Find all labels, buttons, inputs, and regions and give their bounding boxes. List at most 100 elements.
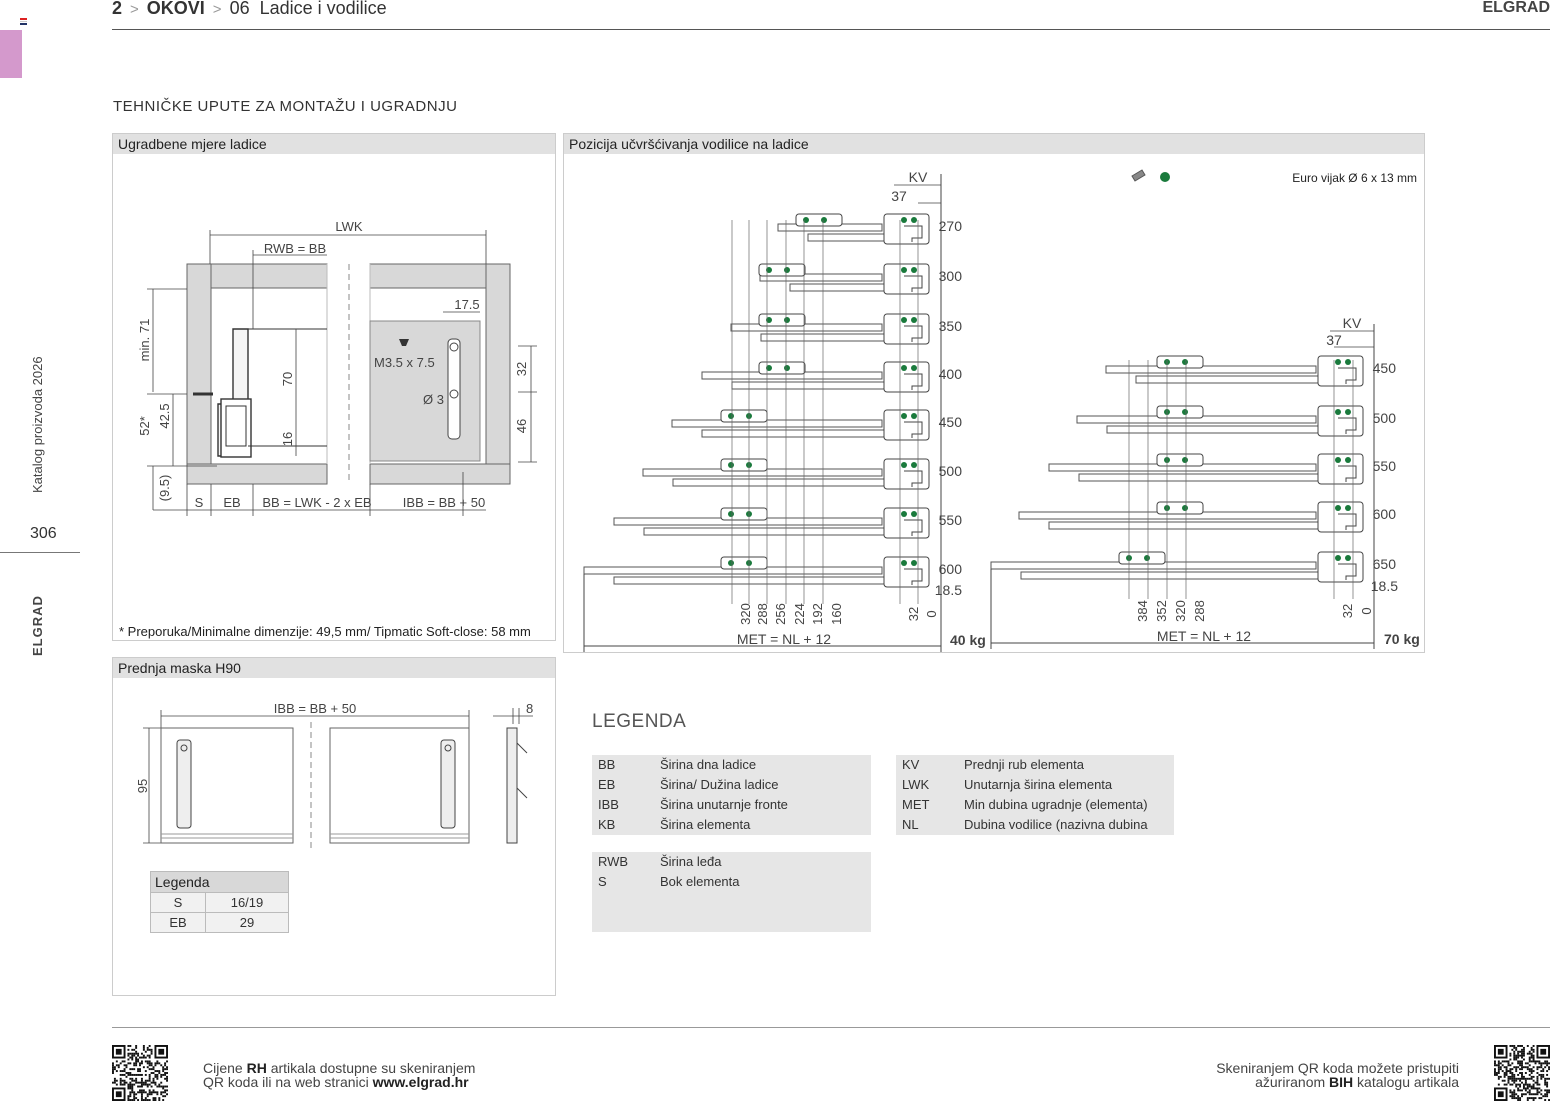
chevron-right-icon: > bbox=[212, 1, 222, 18]
rear-bracket bbox=[758, 361, 806, 375]
screw-dot bbox=[901, 560, 907, 566]
length-label: 550 bbox=[939, 512, 963, 528]
position-label: 32 bbox=[906, 607, 921, 621]
screw-dot bbox=[901, 462, 907, 468]
front-bracket-clip bbox=[904, 225, 923, 242]
section-title: TEHNIČKE UPUTE ZA MONTAŽU I UGRADNJU bbox=[113, 98, 458, 115]
legend-value: Unutarnja širina elementa bbox=[964, 777, 1113, 792]
front-bracket-clip bbox=[904, 421, 923, 438]
rear-bracket bbox=[795, 213, 843, 227]
dim-min71: min. 71 bbox=[137, 319, 152, 362]
dim-ibb: IBB = BB + 50 bbox=[274, 701, 356, 716]
side-panel-left bbox=[186, 263, 212, 485]
screw-dot bbox=[911, 462, 917, 468]
screw-dot bbox=[728, 511, 734, 517]
screw-dot bbox=[1335, 359, 1341, 365]
runner-rail bbox=[730, 323, 883, 332]
front-bracket-clip bbox=[1338, 513, 1357, 530]
dim-diameter: Ø 3 bbox=[423, 392, 444, 407]
screw-dot bbox=[821, 217, 827, 223]
screw-dot bbox=[766, 267, 772, 273]
position-label: 224 bbox=[792, 603, 807, 625]
dim-9-5: (9.5) bbox=[157, 475, 172, 502]
screw-dot bbox=[911, 267, 917, 273]
length-label: 550 bbox=[1373, 458, 1397, 474]
screw-dot bbox=[1182, 359, 1188, 365]
legend-key: KV bbox=[902, 757, 920, 772]
screw-dot bbox=[784, 365, 790, 371]
length-label: 400 bbox=[939, 366, 963, 382]
length-label: 500 bbox=[1373, 410, 1397, 426]
position-label: 352 bbox=[1154, 600, 1169, 622]
panel-title: Prednja maska H90 bbox=[113, 658, 555, 678]
runner-right bbox=[1018, 501, 1364, 533]
screw-dot bbox=[1182, 409, 1188, 415]
dim-s: S bbox=[195, 495, 204, 510]
dim-8: 8 bbox=[526, 701, 533, 716]
runner-left bbox=[671, 409, 930, 441]
rear-bracket bbox=[1156, 453, 1204, 467]
dim-screw: M3.5 x 7.5 bbox=[374, 355, 435, 370]
front-bracket-clip bbox=[1338, 367, 1357, 384]
runner-rail bbox=[671, 419, 883, 428]
legend-key: LWK bbox=[902, 777, 930, 792]
front-panel bbox=[369, 320, 481, 462]
front-bracket-clip bbox=[904, 568, 923, 585]
runner-right bbox=[1105, 355, 1364, 387]
accent-tab bbox=[0, 30, 22, 78]
runner-left bbox=[701, 361, 930, 393]
runner-positions-drawing: Euro vijak Ø 6 x 13 mm270300350400450500… bbox=[583, 169, 1420, 652]
position-label: 288 bbox=[1192, 600, 1207, 622]
side-divider bbox=[0, 552, 80, 553]
panel-title: Pozicija učvršćivanja vodilice na ladice bbox=[564, 134, 1424, 154]
screw-dot bbox=[1335, 457, 1341, 463]
position-label: 0 bbox=[924, 610, 939, 617]
length-label: 300 bbox=[939, 268, 963, 284]
front-bracket bbox=[1317, 551, 1364, 583]
brand-logo-text: ELGRAD bbox=[1482, 0, 1550, 16]
qr-code-icon[interactable] bbox=[1494, 1045, 1550, 1101]
breadcrumb-chapter[interactable]: OKOVI bbox=[146, 0, 205, 18]
dim-bb: BB = LWK - 2 x EB bbox=[262, 495, 371, 510]
legend-value: Širina elementa bbox=[660, 817, 751, 832]
screw-dot bbox=[901, 365, 907, 371]
panel-title: Ugradbene mjere ladice bbox=[113, 134, 555, 154]
breadcrumb-sub-num: 06 bbox=[229, 0, 250, 18]
rear-bracket bbox=[720, 556, 768, 570]
runner-right bbox=[1048, 453, 1364, 485]
runner-rail bbox=[760, 333, 885, 342]
position-label: 288 bbox=[755, 603, 770, 625]
runner-rail bbox=[731, 381, 885, 390]
bracket-hole bbox=[449, 389, 459, 399]
rear-bracket bbox=[720, 458, 768, 472]
screw-dot bbox=[911, 365, 917, 371]
website-link[interactable]: www.elgrad.hr bbox=[372, 1074, 469, 1090]
length-label: 500 bbox=[939, 463, 963, 479]
legend-value: Širina/ Dužina ladice bbox=[660, 777, 779, 792]
legend-value: Min dubina ugradnje (elementa) bbox=[964, 797, 1148, 812]
screw-label: Euro vijak Ø 6 x 13 mm bbox=[1292, 171, 1417, 185]
front-mask-drawing: IBB = BB + 50 8 95 bbox=[135, 701, 533, 848]
runner-rail bbox=[1020, 571, 1319, 580]
breadcrumb-sub[interactable]: Ladice i vodilice bbox=[259, 0, 387, 18]
breadcrumb-chapter-num: 2 bbox=[112, 0, 123, 18]
mask-bracket-left bbox=[176, 739, 192, 829]
front-bracket bbox=[1317, 501, 1364, 533]
legend-row: LWK Unutarnja širina elementa bbox=[896, 775, 1174, 795]
qr-code-icon[interactable] bbox=[112, 1045, 168, 1101]
legend-key: BB bbox=[598, 757, 616, 772]
runner-rail bbox=[1106, 425, 1319, 434]
position-label: 384 bbox=[1135, 600, 1150, 622]
length-label: 350 bbox=[939, 318, 963, 334]
runner-left bbox=[758, 263, 930, 295]
front-bracket bbox=[447, 338, 461, 440]
dim-70: 70 bbox=[280, 372, 295, 386]
legend-key: EB bbox=[151, 913, 206, 932]
